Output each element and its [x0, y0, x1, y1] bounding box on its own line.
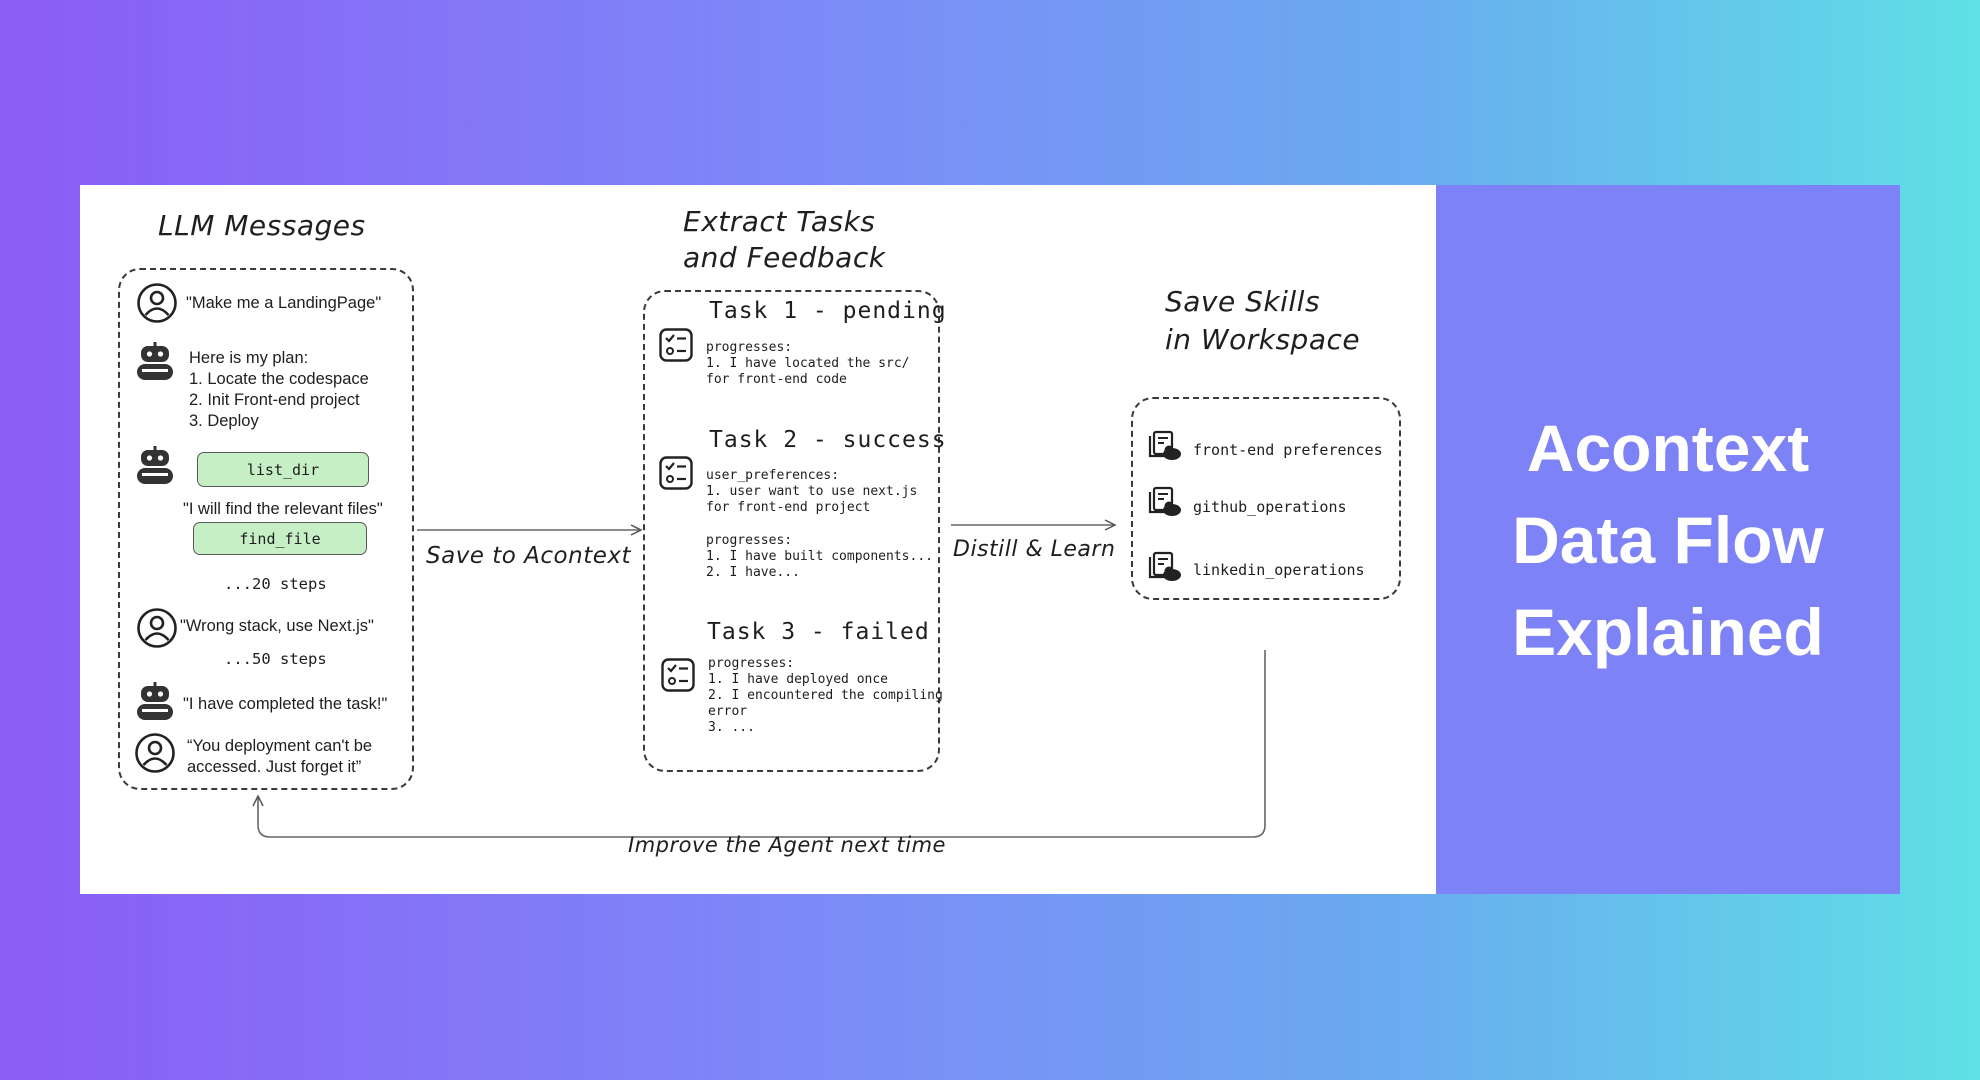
task-1-line2: 1. I have located the src/ — [706, 356, 910, 371]
checklist-icon — [659, 328, 693, 362]
skill-folder-icon — [1148, 430, 1181, 460]
flow-connectors — [80, 185, 1266, 838]
task-2-title: Task 2 - success — [709, 427, 947, 453]
plan-step-3: 3. Deploy — [189, 412, 259, 430]
skill-linkedin-operations: linkedin_operations — [1193, 561, 1365, 579]
tool-call-find-file: find_file — [193, 522, 367, 555]
user-icon — [137, 283, 177, 323]
skills-column-title-line1: Save Skills — [1165, 285, 1321, 318]
user-icon — [137, 608, 177, 648]
task-2-line4: progresses: — [706, 533, 793, 548]
message-completed: "I have completed the task!" — [183, 695, 388, 713]
task-2-line3: for front-end project — [706, 500, 871, 515]
title-line-3: Explained — [1512, 594, 1824, 669]
save-to-acontext-label: Save to Acontext — [426, 543, 631, 569]
task-1-title: Task 1 - pending — [709, 298, 947, 324]
task-2-line2: 1. user want to use next.js — [706, 484, 918, 499]
task-1-line3: for front-end code — [706, 372, 847, 387]
tool-call-list-dir: list_dir — [197, 452, 369, 487]
title-line-2: Data Flow — [1512, 502, 1824, 577]
robot-icon — [137, 446, 173, 484]
task-3-line1: progresses: — [708, 656, 795, 671]
task-2-line1: user_preferences: — [706, 468, 840, 483]
steps-50: ...50 steps — [224, 650, 327, 668]
plan-step-2: 2. Init Front-end project — [189, 391, 360, 409]
task-3-line5: 3. ... — [708, 720, 755, 735]
task-2-line5: 1. I have built components... — [706, 549, 933, 564]
skill-folder-icon — [1148, 486, 1181, 516]
skill-folder-icon — [1148, 551, 1181, 581]
task-3-title: Task 3 - failed — [707, 619, 930, 645]
tasks-box: Task 1 - pending progresses: 1. I have l… — [643, 290, 946, 772]
message-user-request: "Make me a LandingPage" — [186, 294, 382, 312]
title-line-1: Acontext — [1526, 410, 1810, 485]
distill-learn-label: Distill & Learn — [953, 537, 1116, 562]
message-wrong-stack: "Wrong stack, use Next.js" — [180, 617, 374, 635]
skills-box: front-end preferences github_operations … — [1131, 397, 1401, 600]
improve-agent-label: Improve the Agent next time — [628, 833, 946, 857]
plan-step-1: 1. Locate the codespace — [189, 370, 369, 388]
skills-column-title-line2: in Workspace — [1165, 323, 1361, 356]
task-3-line3: 2. I encountered the compiling — [708, 688, 943, 703]
robot-icon — [137, 342, 173, 380]
tasks-column-title-line2: and Feedback — [683, 241, 886, 274]
tasks-column-title-line1: Extract Tasks — [683, 205, 876, 238]
task-3-line2: 1. I have deployed once — [708, 672, 889, 687]
plan-intro: Here is my plan: — [189, 349, 309, 367]
diagram-panel: LLM Messages Extract Tasks and Feedback … — [80, 185, 1436, 894]
checklist-icon — [659, 456, 693, 490]
messages-column-title: LLM Messages — [158, 209, 366, 242]
message-deploy-line2: accessed. Just forget it” — [187, 758, 362, 776]
llm-messages-box: "Make me a LandingPage" Here is my plan:… — [118, 268, 414, 790]
task-3-line4: error — [708, 704, 748, 719]
task-1-line1: progresses: — [706, 340, 793, 355]
page-title: Acontext Data Flow Explained — [1512, 402, 1824, 678]
task-2-line6: 2. I have... — [706, 565, 800, 580]
steps-20: ...20 steps — [224, 575, 327, 593]
title-panel: Acontext Data Flow Explained — [1436, 185, 1900, 894]
message-find-files: "I will find the relevant files" — [183, 500, 383, 518]
user-icon — [135, 733, 175, 773]
message-deploy-line1: “You deployment can't be — [187, 737, 373, 755]
skill-front-end-preferences: front-end preferences — [1193, 441, 1383, 459]
robot-icon — [137, 682, 173, 720]
skill-github-operations: github_operations — [1193, 498, 1347, 516]
checklist-icon — [661, 658, 695, 692]
feedback-loop-arrow — [258, 650, 1266, 838]
